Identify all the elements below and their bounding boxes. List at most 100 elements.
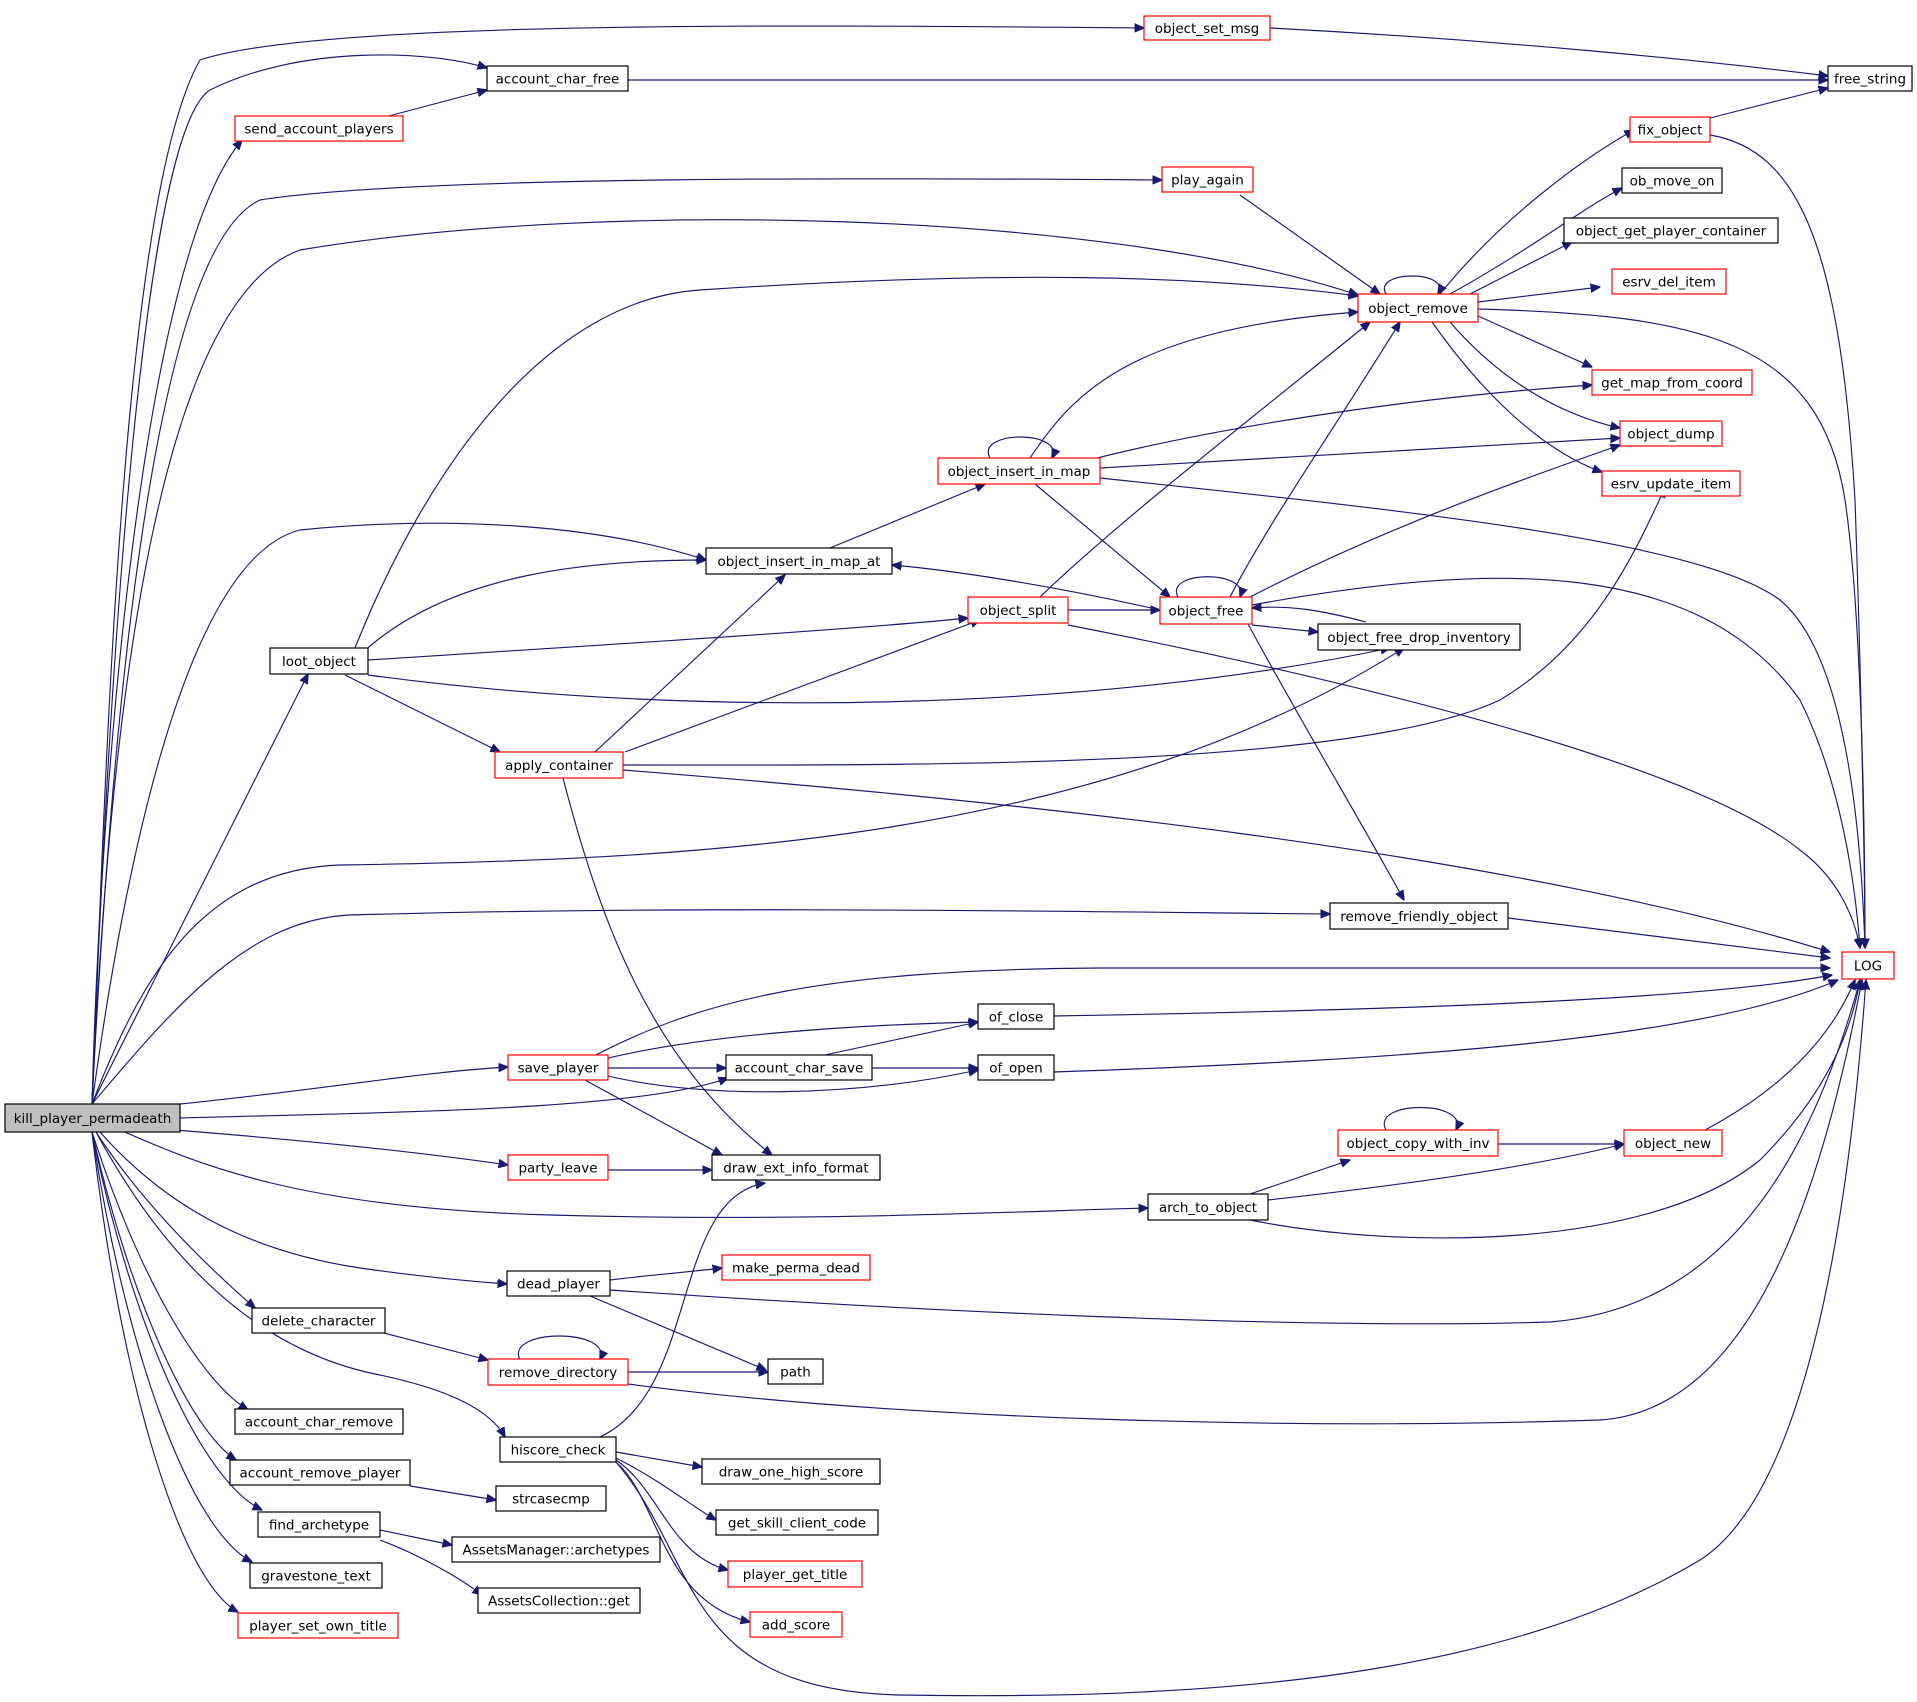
node-object-new[interactable]: object_new bbox=[1623, 1129, 1723, 1157]
edge-object-remove-get-map-from-coord bbox=[1477, 315, 1592, 367]
node-assetsmanager-archetypes[interactable]: AssetsManager::archetypes bbox=[451, 1536, 661, 1563]
node-gravestone-text[interactable]: gravestone_text bbox=[249, 1562, 383, 1589]
node-label: add_score bbox=[762, 1618, 830, 1634]
node-object-copy-with-inv[interactable]: object_copy_with_inv bbox=[1337, 1129, 1499, 1157]
node-box bbox=[507, 1054, 609, 1081]
node-box bbox=[269, 647, 369, 675]
node-box bbox=[701, 1458, 881, 1485]
node-box bbox=[749, 1611, 843, 1638]
node-object-dump[interactable]: object_dump bbox=[1619, 420, 1723, 447]
edge-object-remove-log bbox=[1477, 308, 1865, 948]
node-account-char-save[interactable]: account_char_save bbox=[725, 1054, 873, 1081]
node-box bbox=[1161, 166, 1254, 193]
node-account-char-free[interactable]: account_char_free bbox=[486, 65, 629, 92]
node-remove-friendly-object[interactable]: remove_friendly_object bbox=[1329, 902, 1509, 930]
node-hiscore-check[interactable]: hiscore_check bbox=[499, 1436, 617, 1463]
node-play-again[interactable]: play_again bbox=[1161, 166, 1254, 193]
edge-object-free-object-dump bbox=[1249, 445, 1620, 598]
edge-apply-container-draw-ext-info-format bbox=[562, 777, 772, 1155]
node-party-leave[interactable]: party_leave bbox=[507, 1154, 609, 1181]
node-box bbox=[1563, 217, 1779, 244]
node-box bbox=[1159, 596, 1253, 625]
node-assetscollection-get[interactable]: AssetsCollection::get bbox=[477, 1587, 641, 1614]
node-save-player[interactable]: save_player bbox=[507, 1054, 609, 1081]
node-label: strcasecmp bbox=[512, 1492, 590, 1508]
node-label: object_insert_in_map bbox=[948, 464, 1091, 480]
edge-loot-object-object-insert-in-map-at bbox=[359, 560, 706, 656]
node-object-insert-in-map[interactable]: object_insert_in_map bbox=[937, 457, 1101, 485]
node-object-set-msg[interactable]: object_set_msg bbox=[1143, 15, 1271, 41]
node-ob-move-on[interactable]: ob_move_on bbox=[1621, 167, 1723, 194]
node-strcasecmp[interactable]: strcasecmp bbox=[495, 1485, 607, 1512]
node-get-map-from-coord[interactable]: get_map_from_coord bbox=[1591, 369, 1753, 396]
node-box bbox=[977, 1003, 1055, 1030]
node-box bbox=[257, 1511, 381, 1538]
node-fix-object[interactable]: fix_object bbox=[1629, 116, 1711, 143]
node-label: party_leave bbox=[518, 1161, 597, 1177]
node-object-insert-in-map-at[interactable]: object_insert_in_map_at bbox=[705, 547, 893, 575]
node-player-set-own-title[interactable]: player_set_own_title bbox=[237, 1612, 399, 1639]
node-box bbox=[1623, 1129, 1723, 1157]
node-object-remove[interactable]: object_remove bbox=[1357, 293, 1479, 323]
node-object-split[interactable]: object_split bbox=[967, 596, 1069, 624]
edge-object-set-msg-free-string bbox=[1269, 27, 1828, 76]
node-box bbox=[4, 1103, 181, 1133]
node-of-close[interactable]: of_close bbox=[977, 1003, 1055, 1030]
node-draw-ext-info-format[interactable]: draw_ext_info_format bbox=[711, 1154, 881, 1181]
node-remove-directory[interactable]: remove_directory bbox=[487, 1358, 629, 1386]
node-loot-object[interactable]: loot_object bbox=[269, 647, 369, 675]
edge-kill-save-player bbox=[179, 1067, 508, 1105]
node-object-free-drop-inventory[interactable]: object_free_drop_inventory bbox=[1317, 623, 1521, 651]
node-make-perma-dead[interactable]: make_perma_dead bbox=[721, 1254, 871, 1281]
node-label: hiscore_check bbox=[511, 1443, 606, 1459]
node-player-get-title[interactable]: player_get_title bbox=[727, 1560, 863, 1588]
node-object-free[interactable]: object_free bbox=[1159, 596, 1253, 625]
node-label: AssetsManager::archetypes bbox=[463, 1543, 650, 1559]
edge-kill-player-set-own-title bbox=[91, 1131, 238, 1612]
edge-object-split-log bbox=[1067, 624, 1860, 948]
node-label: get_map_from_coord bbox=[1601, 376, 1743, 392]
edge-object-remove-ob-move-on bbox=[1449, 188, 1622, 295]
node-box bbox=[715, 1509, 879, 1536]
node-object-get-player-container[interactable]: object_get_player_container bbox=[1563, 217, 1779, 244]
node-get-skill-client-code[interactable]: get_skill_client_code bbox=[715, 1509, 879, 1536]
node-add-score[interactable]: add_score bbox=[749, 1611, 843, 1638]
edge-object-insert-in-map-get-map-from-coord bbox=[1069, 385, 1592, 466]
node-kill-player-permadeath[interactable]: kill_player_permadeath bbox=[4, 1103, 181, 1133]
node-delete-character[interactable]: delete_character bbox=[251, 1307, 386, 1334]
node-box bbox=[967, 596, 1069, 624]
node-of-open[interactable]: of_open bbox=[977, 1054, 1055, 1081]
node-box bbox=[229, 1459, 411, 1486]
node-draw-one-high-score[interactable]: draw_one_high_score bbox=[701, 1458, 881, 1485]
node-apply-container[interactable]: apply_container bbox=[494, 751, 624, 779]
node-dead-player[interactable]: dead_player bbox=[506, 1270, 611, 1297]
node-esrv-update-item[interactable]: esrv_update_item bbox=[1601, 470, 1741, 497]
edge-kill-loot-object bbox=[91, 674, 308, 1105]
node-send-account-players[interactable]: send_account_players bbox=[234, 115, 404, 142]
node-account-char-remove[interactable]: account_char_remove bbox=[234, 1408, 404, 1435]
node-label: player_set_own_title bbox=[249, 1619, 387, 1635]
edge-kill-account-char-save bbox=[179, 1078, 728, 1119]
edge-kill-account-remove-player bbox=[91, 1131, 236, 1460]
node-arch-to-object[interactable]: arch_to_object bbox=[1147, 1193, 1269, 1221]
node-esrv-del-item[interactable]: esrv_del_item bbox=[1611, 268, 1727, 295]
node-label: player_get_title bbox=[743, 1567, 848, 1583]
edge-object-insert-in-map-object-dump bbox=[1099, 438, 1620, 469]
node-path[interactable]: path bbox=[767, 1358, 824, 1385]
edge-arch-to-object-log bbox=[1249, 980, 1860, 1239]
edge-kill-object-set-msg bbox=[91, 26, 1144, 1105]
node-label: of_open bbox=[989, 1061, 1042, 1077]
node-free-string[interactable]: free_string bbox=[1827, 65, 1913, 92]
node-account-remove-player[interactable]: account_remove_player bbox=[229, 1459, 411, 1486]
edge-arch-to-object-object-new bbox=[1267, 1144, 1624, 1201]
node-box bbox=[1621, 167, 1723, 194]
node-log[interactable]: LOG bbox=[1841, 951, 1895, 980]
edge-apply-container-object-insert-in-map-at bbox=[594, 575, 785, 753]
edge-kill-account-char-free bbox=[91, 54, 487, 1105]
edge-of-open-log bbox=[1053, 980, 1838, 1073]
node-label: arch_to_object bbox=[1159, 1200, 1257, 1216]
edge-play-again-object-remove bbox=[1239, 194, 1380, 294]
node-label: object_dump bbox=[1627, 427, 1714, 443]
node-find-archetype[interactable]: find_archetype bbox=[257, 1511, 381, 1538]
edge-kill-party-leave bbox=[174, 1129, 508, 1165]
